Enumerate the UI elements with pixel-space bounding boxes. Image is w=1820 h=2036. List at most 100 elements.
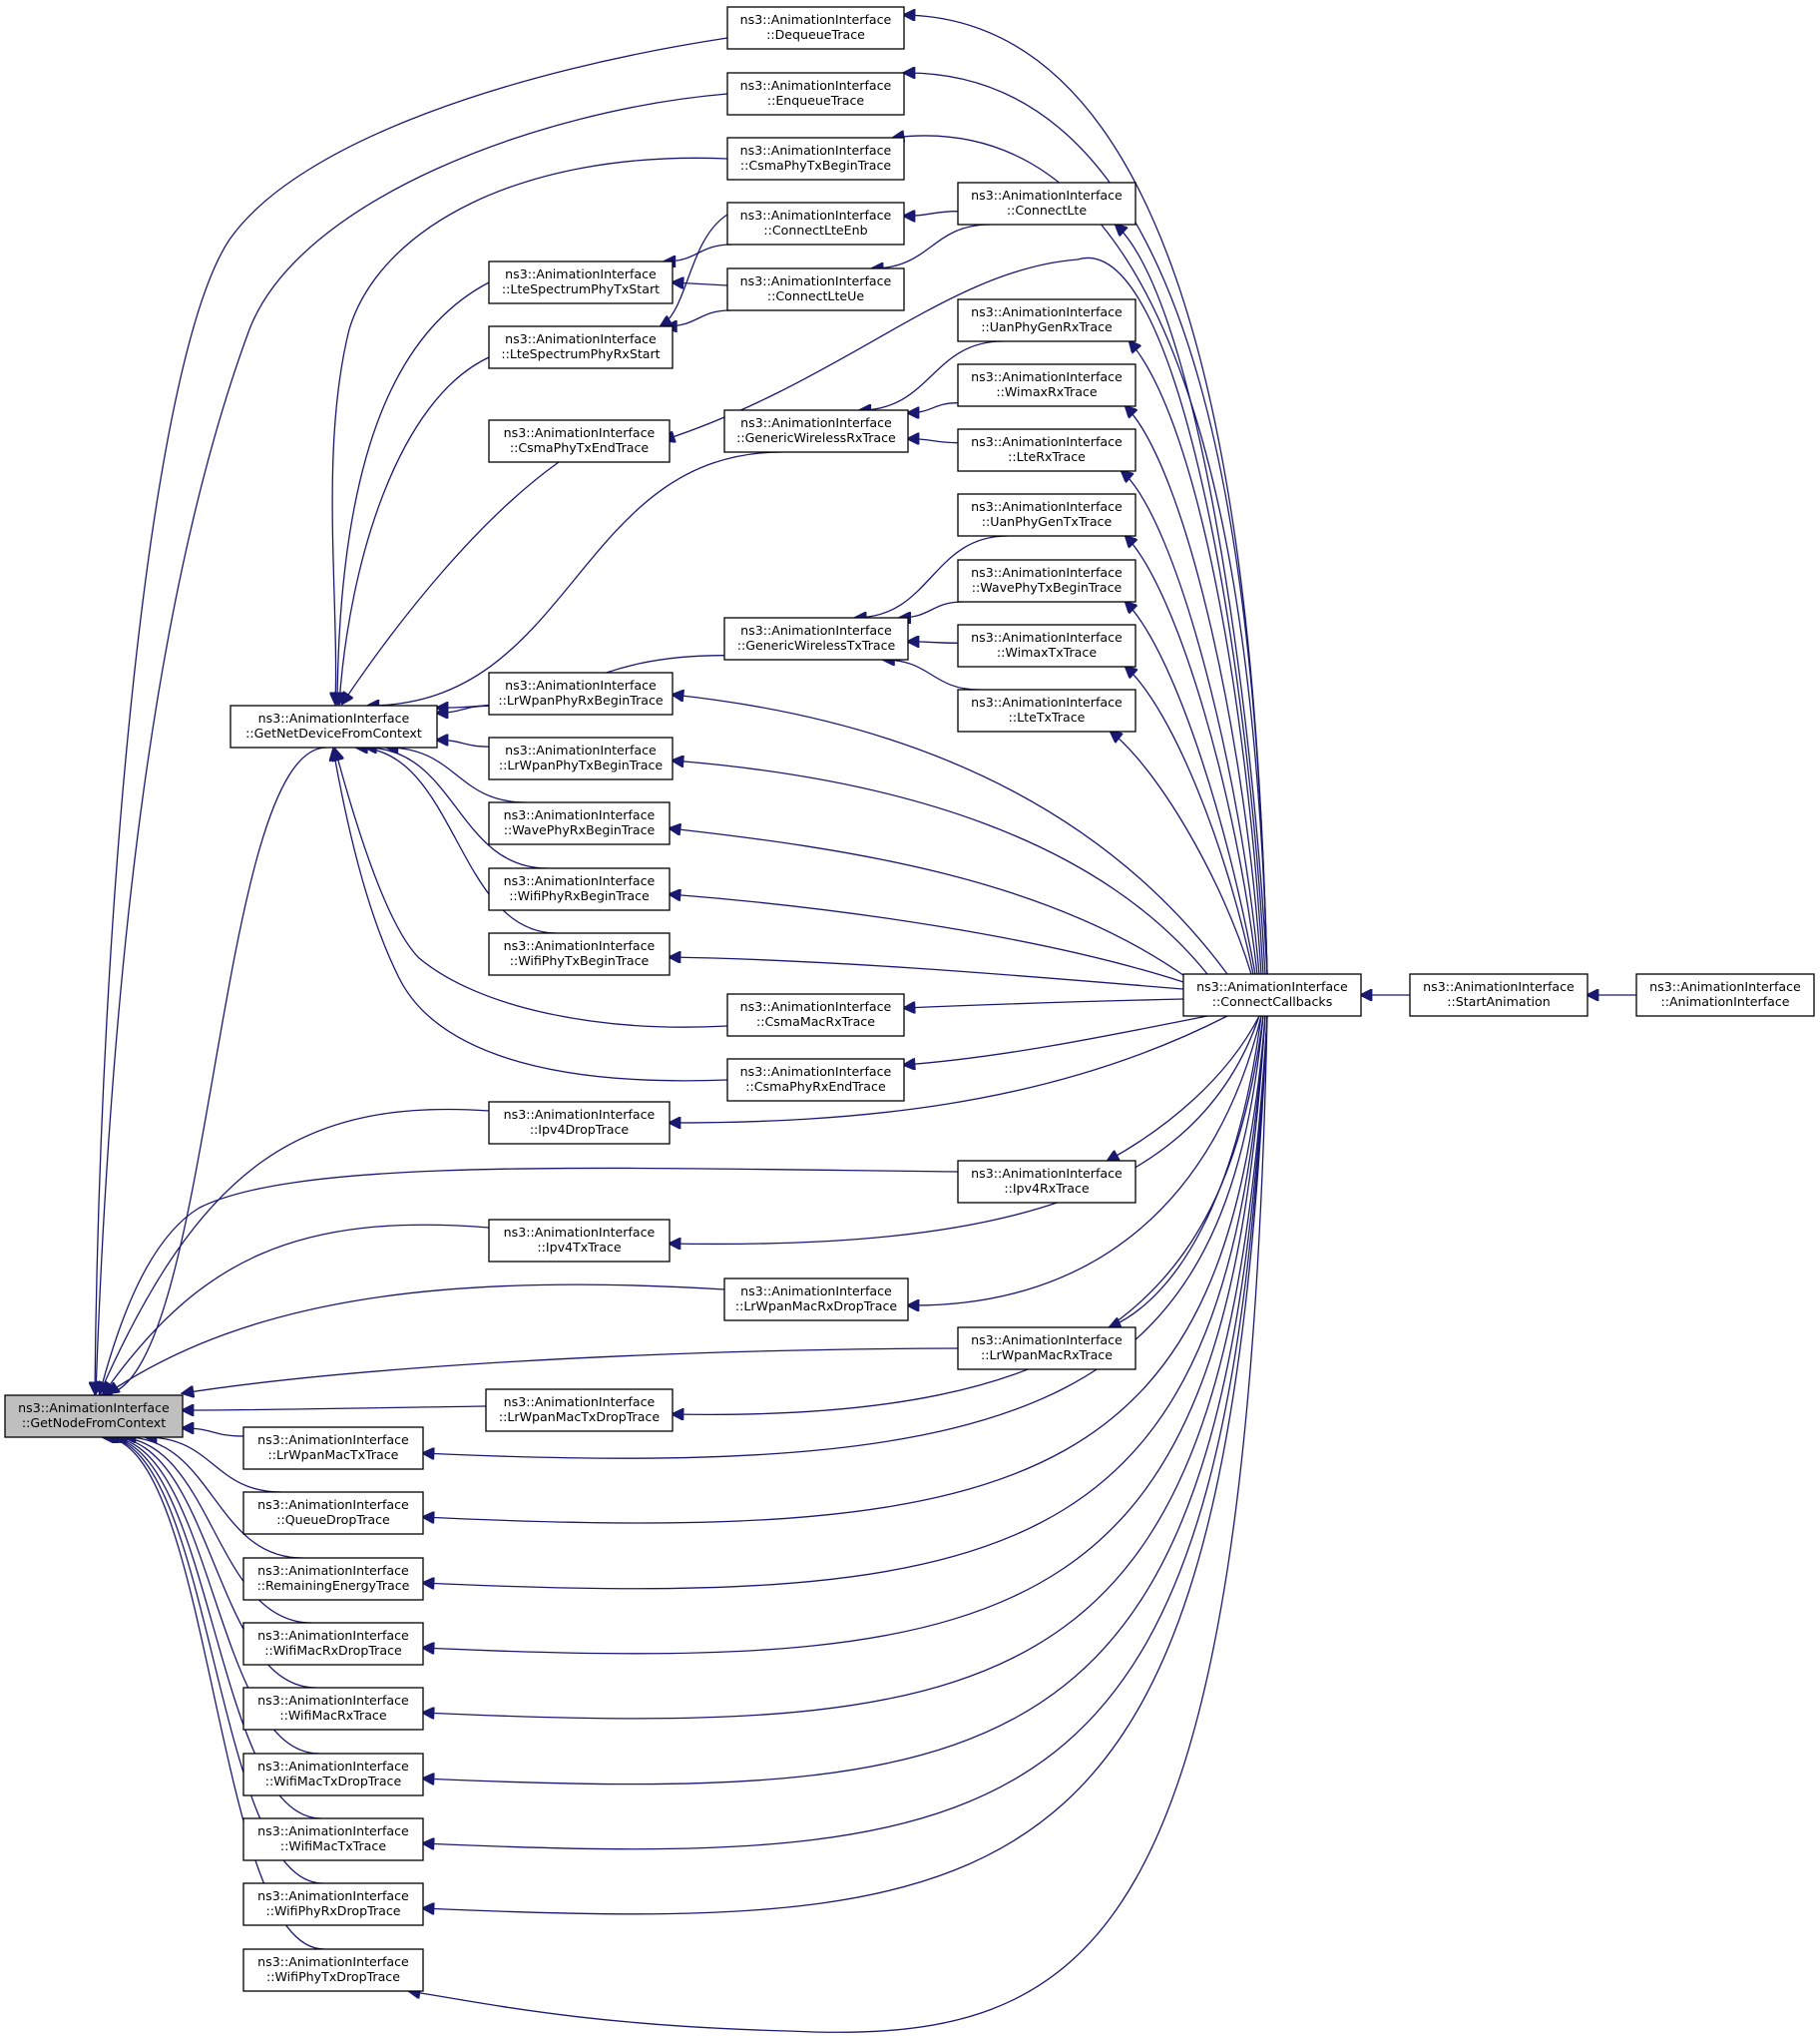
edge-ConnectCallbacks-to-WimaxTxTrace [1126, 667, 1254, 975]
edge-ConnectCallbacks-to-LrWpanMacRxTrace [1110, 1015, 1262, 1327]
node-label-class: ns3::AnimationInterface [257, 1432, 409, 1447]
node-GenericWirelessRxTrace[interactable]: ns3::AnimationInterface::GenericWireless… [723, 409, 909, 453]
node-GenericWirelessTxTrace[interactable]: ns3::AnimationInterface::GenericWireless… [723, 617, 909, 661]
node-label-method: ::LrWpanPhyTxBeginTrace [499, 758, 664, 772]
node-GetNodeFromContext[interactable]: ns3::AnimationInterface::GetNodeFromCont… [4, 1394, 184, 1438]
node-label-class: ns3::AnimationInterface [971, 695, 1123, 710]
node-label-class: ns3::AnimationInterface [971, 630, 1123, 645]
node-QueueDropTrace[interactable]: ns3::AnimationInterface::QueueDropTrace [242, 1491, 424, 1535]
edge-ConnectCallbacks-to-WifiMacRxTrace [423, 1015, 1268, 1720]
node-box [488, 1101, 671, 1145]
node-ConnectCallbacks[interactable]: ns3::AnimationInterface::ConnectCallback… [1182, 973, 1362, 1017]
edge-LrWpanMacTxTrace-to-GetNodeFromContext [183, 1428, 244, 1437]
node-CsmaPhyTxEndTrace[interactable]: ns3::AnimationInterface::CsmaPhyTxEndTra… [488, 419, 671, 463]
node-box [488, 932, 671, 976]
node-LrWpanMacRxTrace[interactable]: ns3::AnimationInterface::LrWpanMacRxTrac… [957, 1326, 1137, 1370]
edge-ConnectCallbacks-to-CsmaMacRxTrace [904, 998, 1184, 1008]
node-label-method: ::GenericWirelessRxTrace [736, 430, 896, 445]
node-LteSpectrumPhyRxStart[interactable]: ns3::AnimationInterface::LteSpectrumPhyR… [488, 325, 674, 369]
edge-ConnectCallbacks-to-WifiPhyRxBeginTrace [670, 894, 1184, 983]
node-label-method: ::WifiPhyTxDropTrace [266, 1969, 400, 1984]
node-label-class: ns3::AnimationInterface [971, 1166, 1123, 1181]
node-UanPhyGenTxTrace[interactable]: ns3::AnimationInterface::UanPhyGenTxTrac… [957, 493, 1137, 537]
node-WifiMacTxDropTrace[interactable]: ns3::AnimationInterface::WifiMacTxDropTr… [242, 1753, 424, 1796]
node-CsmaPhyTxBeginTrace[interactable]: ns3::AnimationInterface::CsmaPhyTxBeginT… [726, 137, 905, 181]
node-WifiMacRxTrace[interactable]: ns3::AnimationInterface::WifiMacRxTrace [242, 1687, 424, 1731]
edge-LrWpanPhyRxBeginTrace-to-GetNetDeviceFromContext [437, 705, 490, 713]
node-LrWpanPhyRxBeginTrace[interactable]: ns3::AnimationInterface::LrWpanPhyRxBegi… [488, 672, 674, 716]
edge-Ipv4DropTrace-to-GetNodeFromContext [100, 1108, 490, 1393]
node-WifiPhyRxDropTrace[interactable]: ns3::AnimationInterface::WifiPhyRxDropTr… [242, 1882, 424, 1926]
node-label-method: ::WifiPhyRxDropTrace [265, 1903, 400, 1918]
edge-ConnectCallbacks-to-WifiMacTxDropTrace [423, 1015, 1268, 1784]
node-LteSpectrumPhyTxStart[interactable]: ns3::AnimationInterface::LteSpectrumPhyT… [488, 260, 674, 304]
edge-UanPhyGenTxTrace-to-GenericWirelessTxTrace [855, 535, 1008, 618]
node-LrWpanMacTxDropTrace[interactable]: ns3::AnimationInterface::LrWpanMacTxDrop… [485, 1388, 674, 1432]
node-WifiPhyTxBeginTrace[interactable]: ns3::AnimationInterface::WifiPhyTxBeginT… [488, 932, 671, 976]
node-LteTxTrace[interactable]: ns3::AnimationInterface::LteTxTrace [957, 689, 1137, 733]
node-label-class: ns3::AnimationInterface [971, 1332, 1123, 1347]
node-box [726, 1058, 905, 1102]
node-DequeueTrace[interactable]: ns3::AnimationInterface::DequeueTrace [726, 6, 905, 50]
node-label-class: ns3::AnimationInterface [504, 1225, 656, 1240]
node-Ipv4TxTrace[interactable]: ns3::AnimationInterface::Ipv4TxTrace [488, 1219, 671, 1263]
node-UanPhyGenRxTrace[interactable]: ns3::AnimationInterface::UanPhyGenRxTrac… [957, 298, 1137, 342]
node-ConnectLteUe[interactable]: ns3::AnimationInterface::ConnectLteUe [726, 267, 905, 311]
edge-ConnectCallbacks-to-LrWpanPhyRxBeginTrace [673, 695, 1228, 975]
node-label-method: ::ConnectCallbacks [1212, 994, 1333, 1009]
node-box [242, 1491, 424, 1535]
node-label-method: ::UanPhyGenRxTrace [981, 319, 1113, 334]
edge-ConnectCallbacks-to-ConnectLte [1116, 225, 1268, 975]
node-label-method: ::WavePhyRxBeginTrace [504, 822, 656, 837]
edge-LteSpectrumPhyTxStart-to-GetNetDeviceFromContext [337, 281, 490, 704]
edge-LrWpanMacTxDropTrace-to-GetNodeFromContext [183, 1406, 487, 1410]
node-box [242, 1882, 424, 1926]
node-box [242, 1948, 424, 1992]
node-CsmaPhyRxEndTrace[interactable]: ns3::AnimationInterface::CsmaPhyRxEndTra… [726, 1058, 905, 1102]
edge-ConnectCallbacks-to-Ipv4DropTrace [670, 1015, 1228, 1123]
node-label-class: ns3::AnimationInterface [971, 304, 1123, 319]
node-label-class: ns3::AnimationInterface [971, 565, 1123, 580]
node-label-class: ns3::AnimationInterface [504, 1107, 656, 1122]
node-LteRxTrace[interactable]: ns3::AnimationInterface::LteRxTrace [957, 428, 1137, 472]
node-label-class: ns3::AnimationInterface [258, 711, 410, 726]
node-label-class: ns3::AnimationInterface [740, 623, 892, 638]
node-label-class: ns3::AnimationInterface [257, 1759, 409, 1774]
edge-DequeueTrace-to-GetNodeFromContext [95, 37, 728, 1393]
node-WimaxTxTrace[interactable]: ns3::AnimationInterface::WimaxTxTrace [957, 624, 1137, 668]
node-label-method: ::DequeueTrace [766, 27, 865, 42]
node-LrWpanPhyTxBeginTrace[interactable]: ns3::AnimationInterface::LrWpanPhyTxBegi… [488, 737, 674, 780]
node-StartAnimation[interactable]: ns3::AnimationInterface::StartAnimation [1409, 973, 1589, 1017]
node-WifiMacRxDropTrace[interactable]: ns3::AnimationInterface::WifiMacRxDropTr… [242, 1622, 424, 1666]
node-WavePhyRxBeginTrace[interactable]: ns3::AnimationInterface::WavePhyRxBeginT… [488, 801, 671, 845]
node-WimaxRxTrace[interactable]: ns3::AnimationInterface::WimaxRxTrace [957, 363, 1137, 407]
node-label-method: ::Ipv4DropTrace [530, 1122, 630, 1137]
node-WifiMacTxTrace[interactable]: ns3::AnimationInterface::WifiMacTxTrace [242, 1817, 424, 1861]
node-RemainingEnergyTrace[interactable]: ns3::AnimationInterface::RemainingEnergy… [242, 1557, 424, 1601]
edge-LrWpanMacRxDropTrace-to-GetNodeFromContext [108, 1283, 725, 1393]
node-label-method: ::CsmaMacRxTrace [756, 1014, 875, 1029]
node-WifiPhyTxDropTrace[interactable]: ns3::AnimationInterface::WifiPhyTxDropTr… [242, 1948, 424, 1992]
node-EnqueueTrace[interactable]: ns3::AnimationInterface::EnqueueTrace [726, 72, 905, 116]
node-WavePhyTxBeginTrace[interactable]: ns3::AnimationInterface::WavePhyTxBeginT… [957, 559, 1137, 603]
node-GetNetDeviceFromContext[interactable]: ns3::AnimationInterface::GetNetDeviceFro… [229, 705, 438, 749]
node-box [957, 493, 1137, 537]
edge-ConnectLte-to-ConnectLteEnb [904, 212, 959, 217]
node-ConnectLteEnb[interactable]: ns3::AnimationInterface::ConnectLteEnb [726, 202, 905, 246]
node-WifiPhyRxBeginTrace[interactable]: ns3::AnimationInterface::WifiPhyRxBeginT… [488, 867, 671, 911]
node-ConnectLte[interactable]: ns3::AnimationInterface::ConnectLte [957, 182, 1137, 226]
node-box [957, 182, 1137, 226]
edge-Ipv4RxTrace-to-GetNodeFromContext [100, 1167, 959, 1393]
edge-ConnectCallbacks-to-WifiPhyRxDropTrace [423, 1015, 1268, 1914]
node-label-class: ns3::AnimationInterface [505, 331, 657, 346]
node-Ipv4DropTrace[interactable]: ns3::AnimationInterface::Ipv4DropTrace [488, 1101, 671, 1145]
node-LrWpanMacTxTrace[interactable]: ns3::AnimationInterface::LrWpanMacTxTrac… [242, 1426, 424, 1470]
node-LrWpanMacRxDropTrace[interactable]: ns3::AnimationInterface::LrWpanMacRxDrop… [723, 1277, 909, 1321]
node-label-method: ::WifiPhyTxBeginTrace [510, 953, 650, 968]
edge-WavePhyRxBeginTrace-to-GetNetDeviceFromContext [387, 748, 527, 803]
node-label-method: ::AnimationInterface [1660, 994, 1789, 1009]
node-AnimationInterface[interactable]: ns3::AnimationInterface::AnimationInterf… [1635, 973, 1815, 1017]
node-box [4, 1394, 184, 1438]
node-Ipv4RxTrace[interactable]: ns3::AnimationInterface::Ipv4RxTrace [957, 1160, 1137, 1204]
node-CsmaMacRxTrace[interactable]: ns3::AnimationInterface::CsmaMacRxTrace [726, 993, 905, 1037]
